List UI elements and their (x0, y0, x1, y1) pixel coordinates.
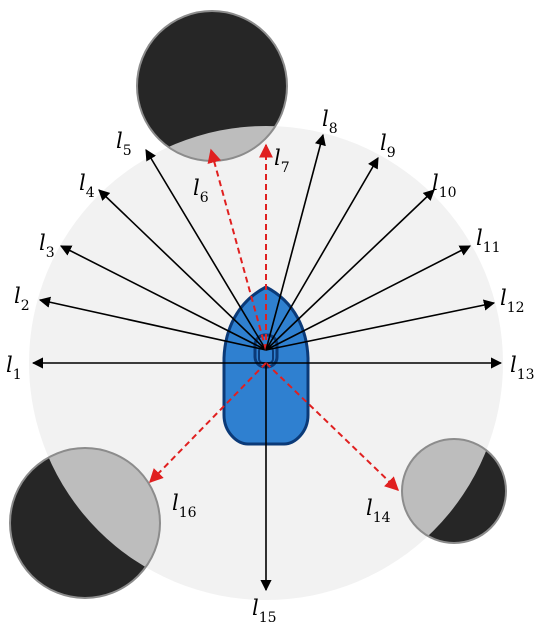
obstacle-bottom-right (401, 438, 507, 544)
ray-l3 (60, 245, 267, 351)
ray-label-l13: l13 (510, 353, 535, 383)
ray-l4 (98, 189, 267, 351)
ray-l6 (207, 148, 267, 351)
ray-l11 (265, 245, 471, 351)
ray-label-l15: l15 (252, 596, 277, 626)
ray-label-l2: l2 (14, 284, 30, 314)
ray-label-l3: l3 (39, 231, 55, 261)
ray-l14 (265, 362, 400, 491)
ray-label-l14: l14 (366, 496, 391, 526)
ray-label-l8: l8 (322, 107, 338, 137)
ray-label-l4: l4 (79, 171, 95, 201)
ray-l10 (265, 189, 435, 351)
ray-l12 (265, 299, 496, 351)
ray-label-l6: l6 (193, 176, 209, 206)
ray-label-l10: l10 (432, 171, 457, 201)
ray-label-l11: l11 (476, 226, 501, 256)
ray-label-l9: l9 (380, 131, 396, 161)
ray-label-l7: l7 (274, 146, 290, 176)
ray-l16 (149, 362, 267, 484)
ray-label-l1: l1 (6, 353, 22, 383)
ray-label-group: l1 l2 l3 l4 l5 l6 l7 l8 l9 l10 l11 l12 l13 l14 l15 l16 (6, 107, 535, 626)
ray-group (31, 133, 503, 592)
ray-l9 (265, 157, 379, 351)
ray-l8 (265, 133, 326, 351)
ray-label-l16: l16 (172, 491, 197, 521)
ray-l5 (145, 149, 267, 351)
ray-l2 (38, 296, 267, 351)
obstacle-bottom-left (9, 447, 161, 599)
ray-label-l5: l5 (116, 129, 132, 159)
ray-label-l12: l12 (500, 286, 525, 316)
